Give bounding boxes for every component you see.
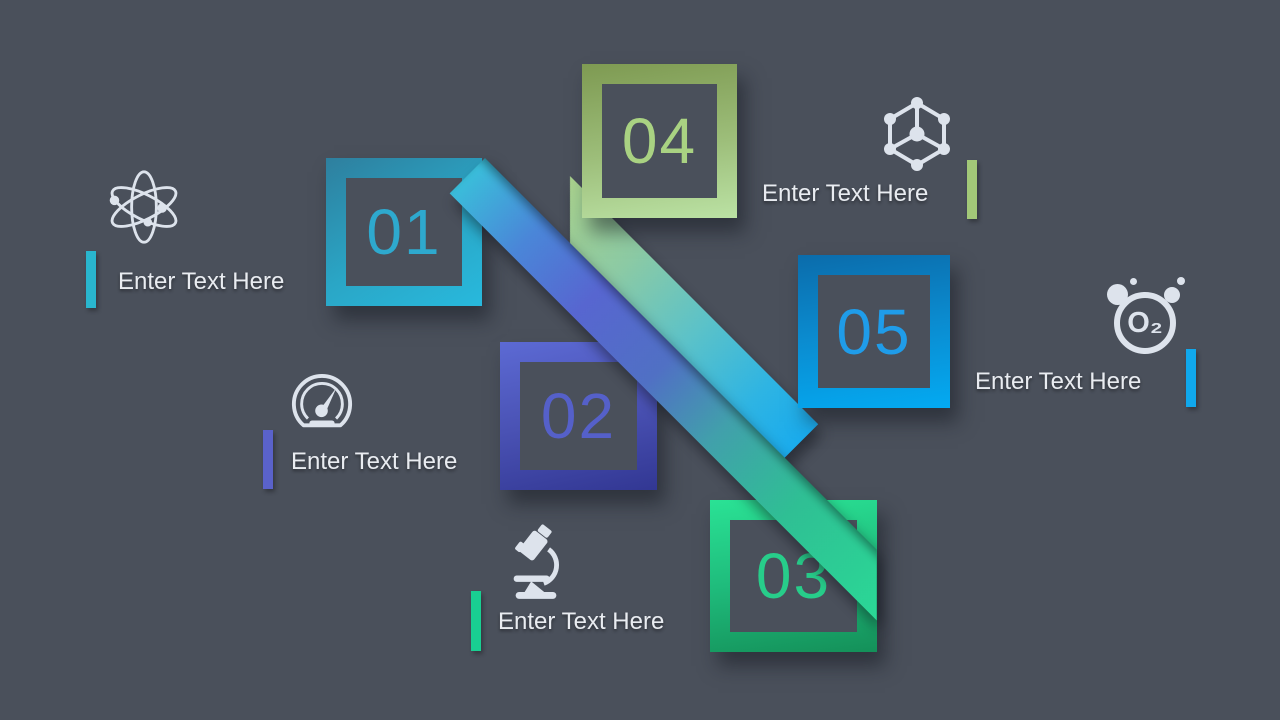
placeholder-text-04[interactable]: Enter Text Here bbox=[762, 180, 929, 207]
bubble-icon bbox=[1164, 287, 1180, 303]
accent-bar-03 bbox=[471, 591, 481, 651]
step-square-01[interactable]: 01 bbox=[326, 158, 482, 306]
bubble-icon bbox=[1177, 277, 1185, 285]
placeholder-text-02[interactable]: Enter Text Here bbox=[291, 448, 458, 475]
step-number-04: 04 bbox=[621, 105, 698, 177]
square-inner-01 bbox=[346, 178, 462, 286]
square-inner-02 bbox=[520, 362, 637, 470]
accent-bar-01 bbox=[86, 251, 96, 308]
oxygen-symbol: O₂ bbox=[1127, 306, 1163, 339]
atom-icon[interactable] bbox=[104, 166, 184, 248]
bubble-icon bbox=[1107, 284, 1128, 305]
bubble-icon bbox=[1130, 278, 1137, 285]
placeholder-text-03[interactable]: Enter Text Here bbox=[498, 608, 665, 635]
gauge-icon[interactable] bbox=[286, 372, 358, 436]
placeholder-text-01[interactable]: Enter Text Here bbox=[118, 268, 285, 295]
placeholder-text-05[interactable]: Enter Text Here bbox=[975, 368, 1142, 395]
accent-bar-05 bbox=[1186, 349, 1196, 407]
square-inner-04 bbox=[602, 84, 717, 198]
molecule-lattice-icon[interactable] bbox=[882, 96, 952, 172]
step-number-05: 05 bbox=[836, 295, 912, 368]
step-number-01: 01 bbox=[366, 196, 442, 268]
square-inner-05 bbox=[818, 275, 930, 388]
accent-bar-02 bbox=[263, 430, 273, 489]
step-square-04[interactable]: 04 bbox=[582, 64, 737, 218]
oxygen-icon[interactable]: O₂ bbox=[1114, 292, 1176, 354]
step-square-05[interactable]: 05 bbox=[798, 255, 950, 408]
step-number-02: 02 bbox=[540, 380, 617, 452]
accent-bar-04 bbox=[967, 160, 977, 219]
microscope-icon[interactable] bbox=[504, 522, 568, 600]
